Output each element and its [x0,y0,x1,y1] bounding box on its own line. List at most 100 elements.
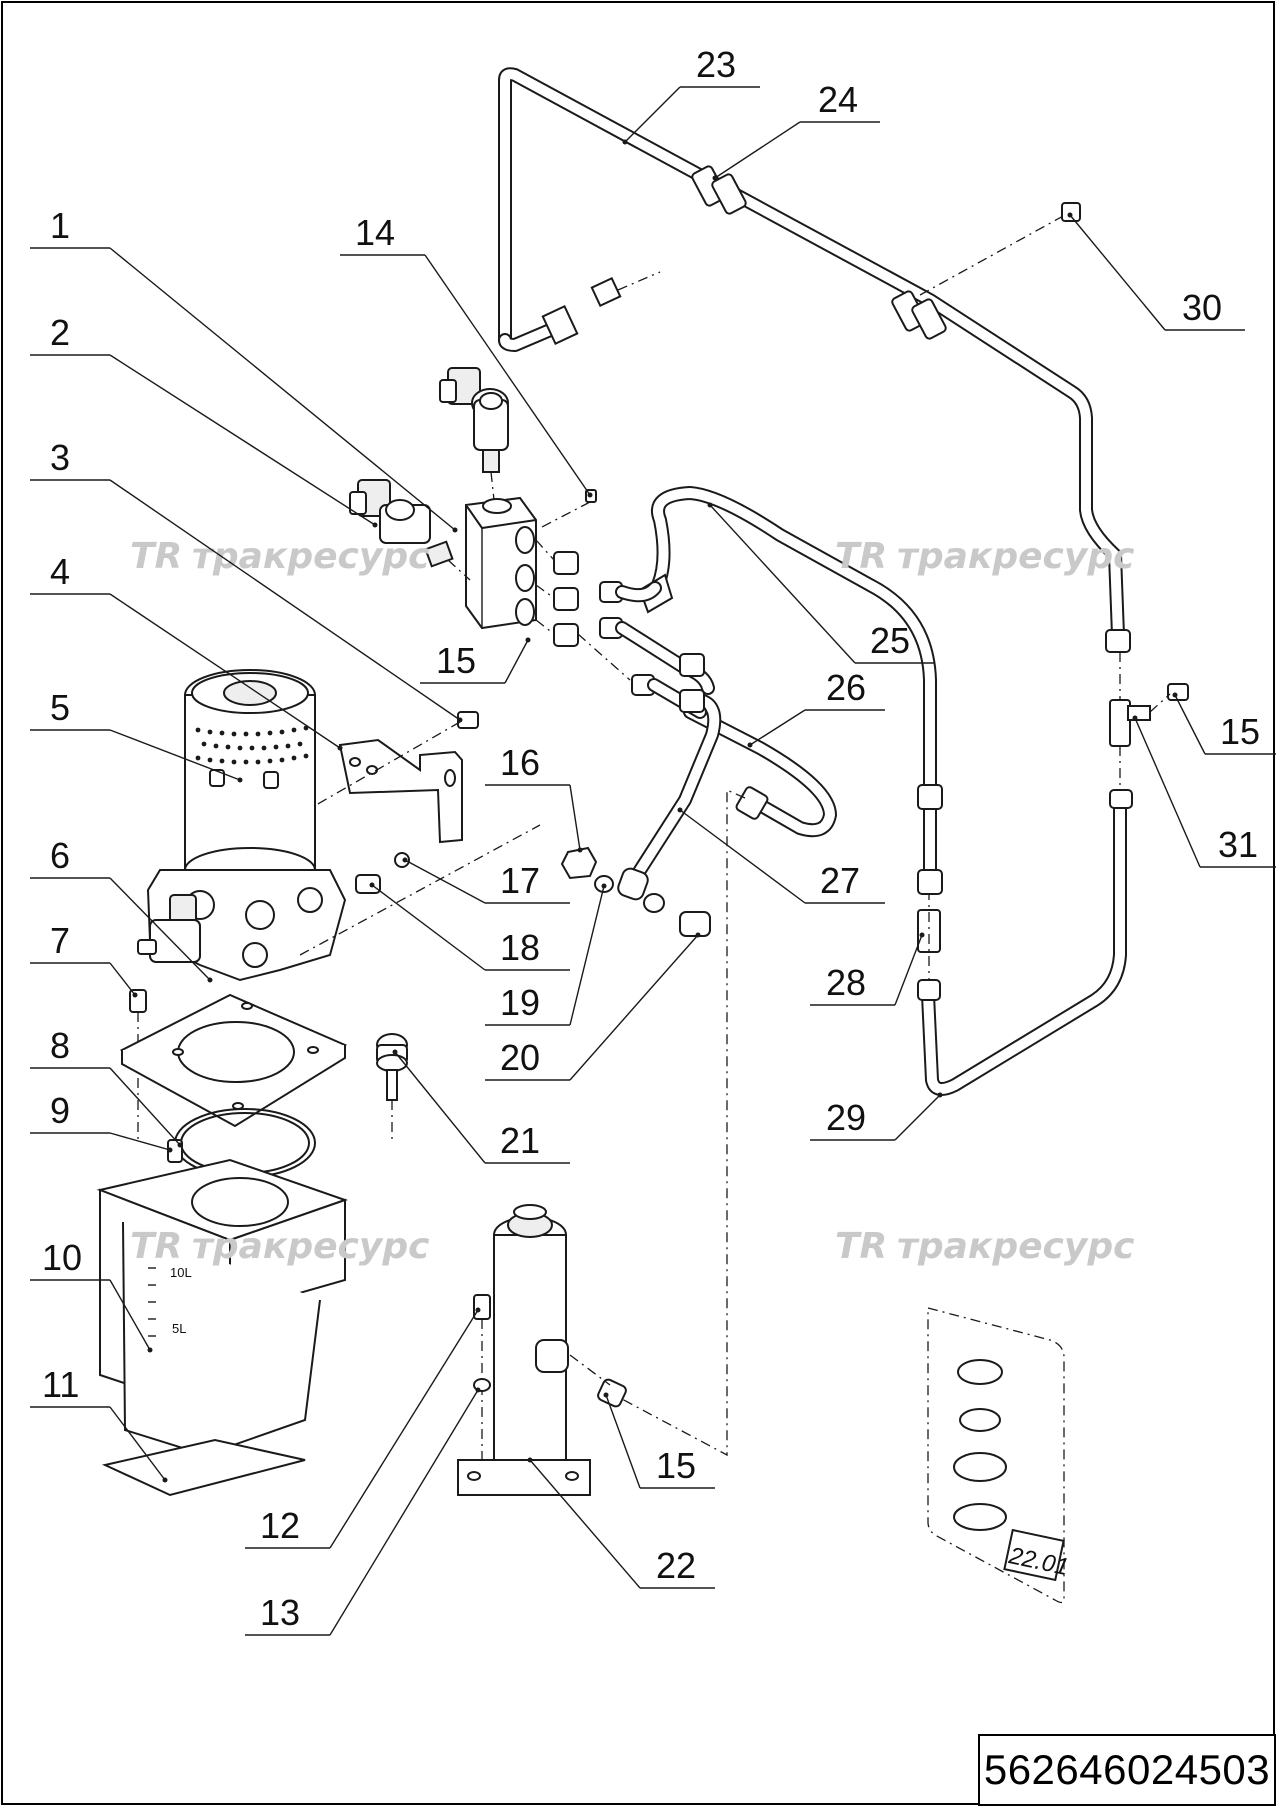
callout-leader [894,934,923,1006]
motor-vent-holes [195,725,309,765]
callout-3: 3 [30,437,463,723]
callout-dot [475,1387,481,1393]
callout-6: 6 [30,835,213,983]
callout-12: 12 [245,1307,481,1549]
callout-leader [679,809,806,904]
callout-10: 10 [30,1237,153,1353]
callout-leader [109,962,136,996]
watermark-logo: TR [130,1226,182,1267]
callout-15b: 15 [1172,692,1276,755]
callout-17: 17 [402,857,570,904]
callout-dot [601,883,607,889]
part-number: 562646024503 [983,1746,1271,1793]
tank-cover-11 [101,1438,306,1497]
callout-dot [337,745,343,751]
callout-label-4: 4 [50,551,70,592]
callout-label-9: 9 [50,1090,70,1131]
callout-leader [424,254,591,496]
callout-label-12: 12 [260,1505,300,1546]
callout-leader [109,877,211,981]
callout-label-15b: 15 [1220,711,1260,752]
callout-label-5: 5 [50,687,70,728]
solenoid-valve-2 [349,479,471,581]
callout-leader [749,709,806,746]
callout-15a: 15 [420,637,531,684]
callout-13: 13 [245,1387,481,1636]
clamp-24 [691,165,947,340]
callout-label-28: 28 [826,962,866,1003]
callout-leader [1069,214,1166,331]
callout-label-19: 19 [500,982,540,1023]
washer-17 [394,852,410,868]
callout-9: 9 [30,1090,173,1153]
callout-label-17: 17 [500,860,540,901]
callout-22: 22 [527,1457,715,1589]
callout-5: 5 [30,687,243,783]
callout-dot [587,492,593,498]
callout-leader [109,729,241,781]
callout-leader [569,784,581,851]
callout-dot [1067,212,1073,218]
callout-dot [577,847,583,853]
callout-dot [475,1307,481,1313]
hose-26 [683,705,837,838]
callout-28: 28 [810,932,925,1006]
seal-kit-detail-22.01: 22.01 [927,1307,1071,1604]
mounting-plate-8 [119,993,348,1128]
solenoid-valve-1 [439,367,509,501]
callout-dot [452,527,458,533]
callout-dot [712,175,718,181]
callout-label-16: 16 [500,742,540,783]
callout-15c: 15 [603,1392,715,1489]
filler-cap-21 [376,1033,408,1140]
callout-16: 16 [485,742,583,853]
screw-14 [539,489,597,529]
callout-label-18: 18 [500,927,540,968]
banjo-bolt-20 [679,911,711,937]
hose-27 [617,693,722,901]
callout-21: 21 [392,1049,570,1164]
watermark-text: трaкресурс [192,1226,429,1267]
watermark-text: трaкресурс [897,536,1134,577]
callout-dot [207,977,213,983]
callout-11: 11 [30,1364,168,1483]
callout-leader [109,1132,171,1151]
callout-label-11: 11 [42,1364,79,1405]
callout-23: 23 [622,44,760,145]
callout-27: 27 [677,807,885,904]
callout-dot [237,777,243,783]
callout-dot [919,932,925,938]
watermark-2: TR трaкресурс [835,536,1134,577]
callout-4: 4 [30,551,343,751]
callout-leader [371,884,486,971]
callout-leader [1174,694,1206,755]
callout-leader [109,593,341,749]
callout-label-22: 22 [656,1545,696,1586]
callout-label-10: 10 [42,1237,82,1278]
callout-14: 14 [340,212,593,498]
nut-16 [560,846,598,880]
callout-leader [109,1067,181,1146]
watermark-text: трaкресурс [192,536,429,577]
callout-label-13: 13 [260,1592,300,1633]
callout-leader [569,934,699,1081]
valve-block-15 [465,496,715,719]
callout-leader [709,504,856,664]
callout-leader [1134,717,1201,868]
watermark-1: TR трaкресурс [130,536,429,577]
tank-mark-5l: 5L [172,1321,186,1336]
bolt-12 [473,1294,491,1460]
callout-20: 20 [485,932,701,1081]
callout-label-3: 3 [50,437,70,478]
hydraulic-cylinder-22 [457,1204,627,1496]
flow-path-dashed [604,788,746,1457]
callout-leader [404,859,486,904]
callout-dot [695,932,701,938]
callout-dot [147,1347,153,1353]
callout-dot [167,1147,173,1153]
part-number-box: 562646024503 [978,1734,1276,1806]
callout-dot [603,1392,609,1398]
